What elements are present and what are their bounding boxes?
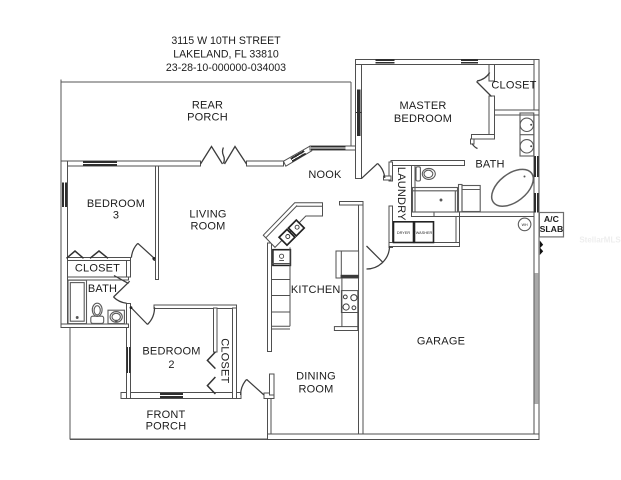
svg-text:FRONT: FRONT	[147, 409, 186, 421]
svg-text:BEDROOM: BEDROOM	[87, 198, 145, 210]
svg-text:ROOM: ROOM	[190, 221, 225, 233]
svg-text:3: 3	[113, 210, 119, 222]
svg-text:PORCH: PORCH	[146, 420, 187, 432]
svg-text:BATH: BATH	[88, 283, 117, 295]
svg-text:BEDROOM: BEDROOM	[142, 346, 200, 358]
svg-text:BEDROOM: BEDROOM	[394, 113, 452, 125]
svg-text:CLOSET: CLOSET	[491, 80, 536, 92]
svg-text:DINING: DINING	[296, 371, 336, 383]
svg-text:NOOK: NOOK	[308, 169, 342, 181]
svg-text:ROOM: ROOM	[298, 384, 333, 396]
svg-text:KITCHEN: KITCHEN	[291, 284, 341, 296]
svg-text:CLOSET: CLOSET	[75, 262, 120, 274]
svg-text:StellarMLS: StellarMLS	[579, 236, 621, 245]
svg-text:DRYER: DRYER	[397, 231, 410, 235]
svg-text:A/C: A/C	[544, 214, 560, 224]
svg-text:REAR: REAR	[192, 100, 223, 112]
svg-text:GARAGE: GARAGE	[417, 336, 465, 348]
svg-text:CLOSET: CLOSET	[219, 338, 231, 383]
svg-text:2: 2	[168, 359, 174, 371]
svg-text:LAKELAND, FL 33810: LAKELAND, FL 33810	[173, 49, 279, 61]
svg-text:PORCH: PORCH	[187, 111, 228, 123]
svg-text:WASHER: WASHER	[416, 231, 433, 235]
svg-text:MASTER: MASTER	[399, 100, 446, 112]
svg-text:SLAB: SLAB	[540, 224, 564, 234]
svg-text:WH: WH	[522, 223, 528, 227]
svg-text:23-28-10-000000-034003: 23-28-10-000000-034003	[166, 62, 286, 74]
svg-text:LAUNDRY: LAUNDRY	[395, 167, 407, 221]
svg-text:LIVING: LIVING	[189, 209, 226, 221]
svg-text:3115 W 10TH STREET: 3115 W 10TH STREET	[171, 35, 281, 47]
svg-text:BATH: BATH	[475, 159, 504, 171]
